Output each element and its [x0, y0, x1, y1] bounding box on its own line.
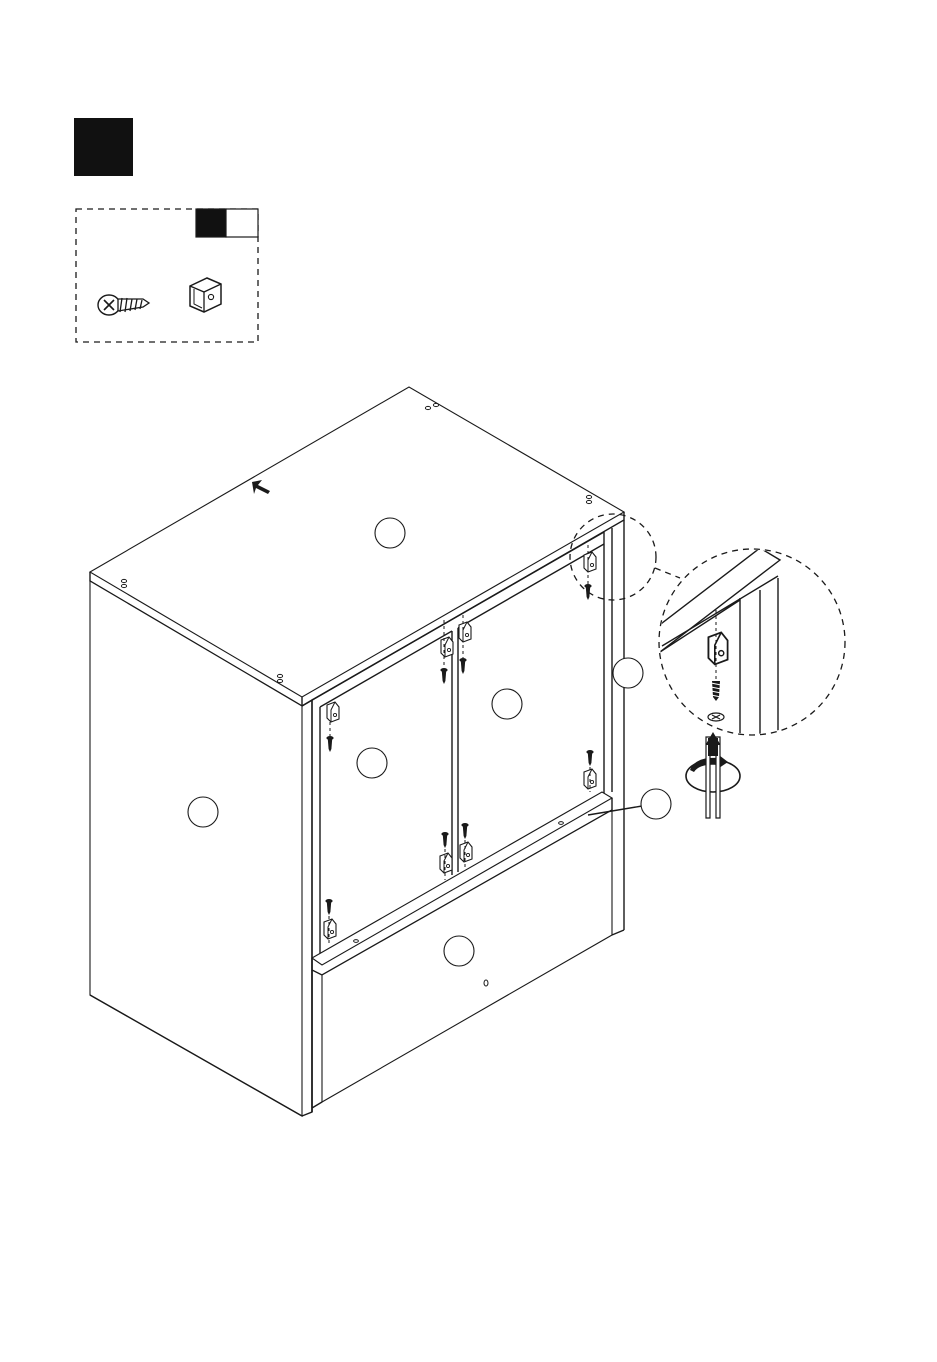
quantity-empty-indicator: [226, 209, 258, 237]
bracket-icon: [324, 919, 336, 939]
bracket-icon: [440, 853, 452, 873]
screw-icon: [459, 658, 466, 674]
parts-box: [76, 209, 258, 342]
detail-zoom-circle: [659, 549, 845, 735]
bracket-icon: [460, 842, 472, 862]
screw-icon: [325, 899, 332, 915]
quantity-filled-indicator: [196, 209, 226, 237]
screw-icon: [584, 584, 591, 600]
screw-icon: [586, 750, 593, 766]
callout-side-panel: [188, 797, 218, 827]
bracket-icon: [190, 278, 221, 312]
bracket-icon: [459, 622, 471, 642]
screw-icon: [98, 295, 149, 315]
bracket-icon: [441, 637, 453, 657]
screw-icon: [461, 823, 468, 839]
callout-back-panel-right: [492, 689, 522, 719]
bracket-icon: [327, 702, 339, 722]
callout-bottom-back-panel: [444, 936, 474, 966]
callout-top-panel: [375, 518, 405, 548]
screw-icon: [440, 668, 447, 684]
screw-icon: [326, 736, 333, 752]
screw-icon: [441, 832, 448, 848]
bracket-icon: [584, 552, 596, 572]
callout-back-panel-left: [357, 748, 387, 778]
screwdriver-icon: [686, 733, 740, 818]
step-number-box: [74, 118, 133, 176]
callout-rail: [641, 789, 671, 819]
callout-right-panel: [613, 658, 643, 688]
detail-view: [570, 514, 845, 760]
cabinet: [90, 387, 624, 1116]
